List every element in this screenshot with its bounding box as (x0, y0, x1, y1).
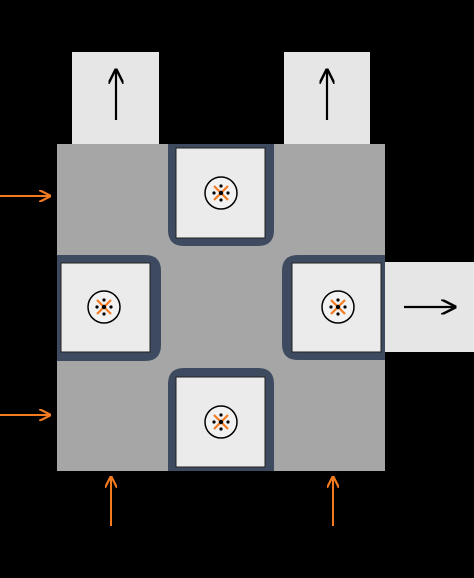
output-port-right (384, 262, 474, 352)
cell-bottom (168, 368, 274, 471)
cell-right (282, 255, 385, 360)
circled-x-icon (321, 290, 355, 324)
circled-x-icon (204, 405, 238, 439)
circled-x-icon (204, 176, 238, 210)
output-port-top-right (284, 52, 370, 144)
output-port-top-left (72, 52, 159, 144)
circled-x-icon (87, 290, 121, 324)
cell-left (57, 255, 161, 361)
cell-top (168, 144, 274, 246)
